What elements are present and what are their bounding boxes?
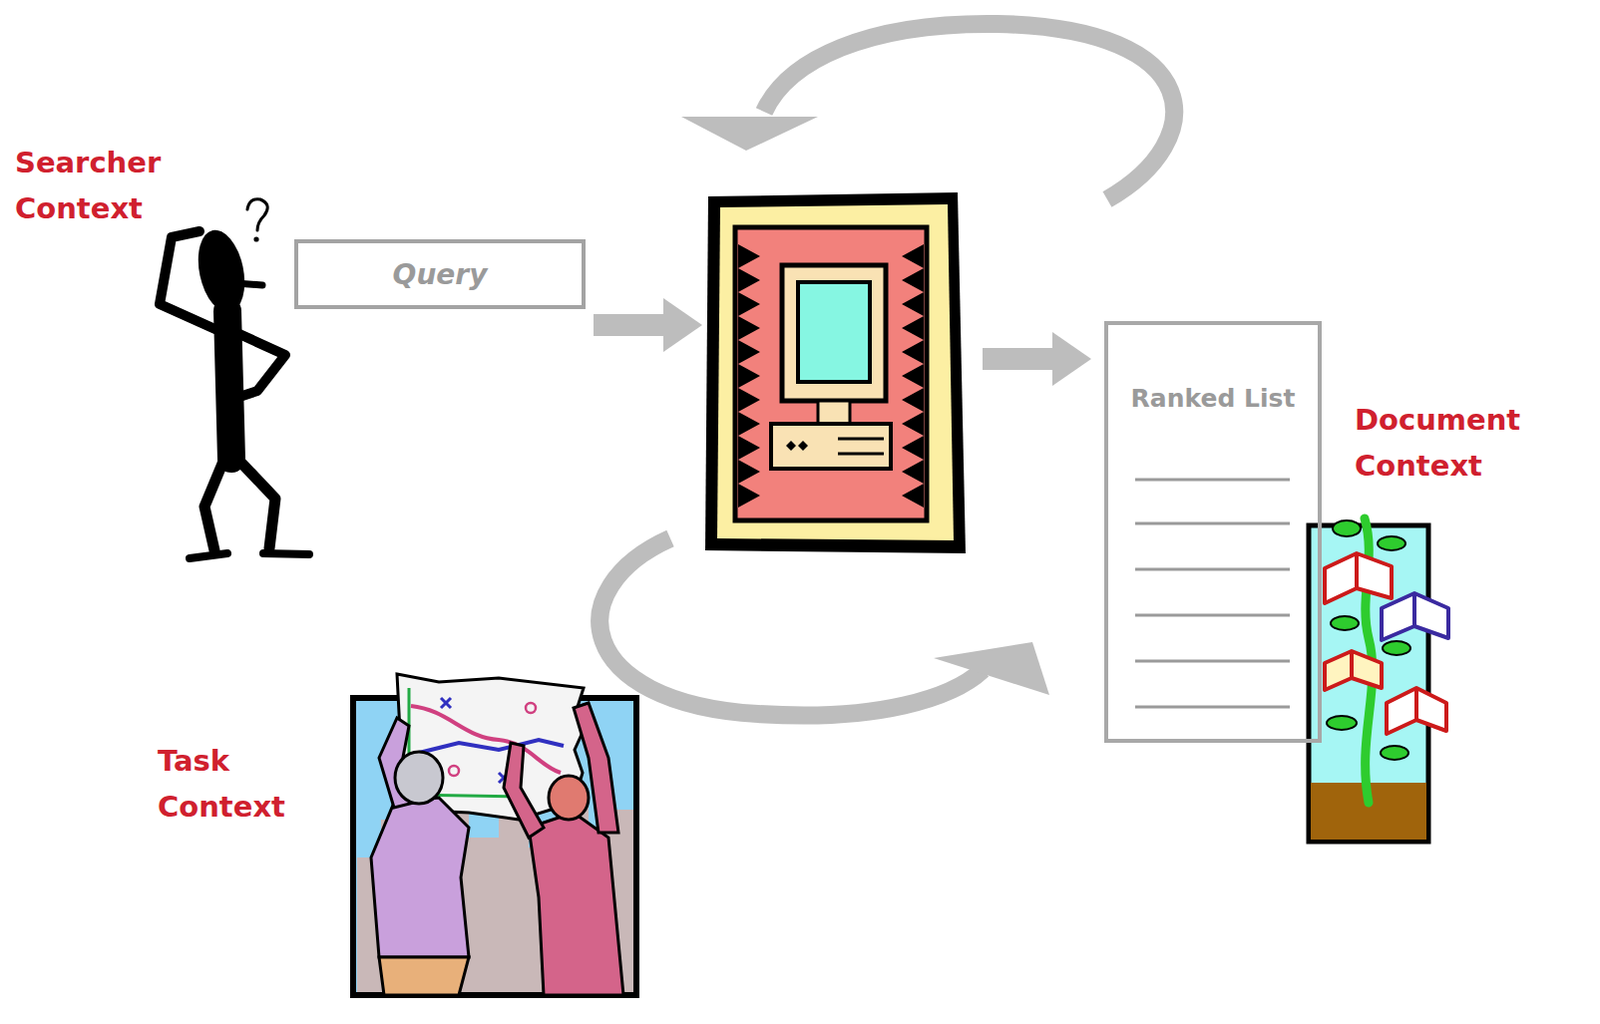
computer-frame: [705, 192, 966, 554]
chart-line: [418, 740, 564, 754]
monitor-screen: [798, 282, 870, 383]
context-label: Document Context: [1354, 397, 1521, 489]
list-line: [1135, 568, 1290, 572]
computer-panel: [735, 227, 927, 521]
box-text: Query: [393, 258, 488, 292]
base-button: [798, 440, 808, 451]
tree-leaf: [1377, 536, 1406, 551]
question-mark-dot: [253, 236, 259, 242]
feedback-arc: [599, 538, 983, 717]
zigzag-border: [901, 244, 924, 508]
arrow-head: [1052, 332, 1092, 387]
arrow-head: [933, 642, 1050, 696]
list-page: [1106, 323, 1320, 742]
document-tree: [1308, 518, 1449, 842]
ranked-list-box: Ranked List: [1104, 321, 1322, 744]
computer-base: [771, 423, 891, 469]
person-body: [371, 798, 469, 958]
figure-foot: [189, 553, 228, 559]
figure-leg: [204, 458, 225, 551]
base-slot: [837, 438, 884, 454]
zigzag-border: [738, 244, 761, 508]
person-head: [548, 776, 589, 820]
arrow-shaft: [982, 348, 1055, 371]
book-icon: [1386, 688, 1447, 735]
figure-nose: [235, 283, 263, 286]
tree-leaf: [1332, 520, 1361, 537]
context-label: Task Context: [157, 738, 286, 830]
figure-arm: [159, 231, 220, 332]
tree-leaf: [1330, 616, 1359, 631]
task-illustration: [353, 674, 637, 996]
figure-foot: [263, 553, 310, 555]
book-icon: [1381, 593, 1449, 641]
tree-leaf: [1380, 746, 1409, 761]
list-line: [1135, 660, 1290, 664]
figure-arm: [239, 334, 286, 398]
computer-mat: [717, 204, 954, 541]
monitor-body: [782, 265, 886, 401]
query-box: Query: [294, 239, 586, 310]
monitor-stand: [817, 400, 850, 424]
tree-leaf: [1326, 716, 1357, 731]
tree-leaf: [1382, 641, 1411, 656]
figure-leg: [237, 458, 276, 549]
person-body: [528, 812, 624, 996]
arrow-shaft: [593, 314, 666, 337]
list-line: [1135, 522, 1290, 526]
list-line: [1135, 614, 1290, 618]
person-arm: [503, 743, 544, 838]
book-icon: [1324, 651, 1382, 691]
context-label: Searcher Context: [14, 139, 161, 232]
searcher-figure: [159, 199, 310, 559]
box-text: Ranked List: [1108, 381, 1318, 417]
chart-circle-mark: [448, 766, 459, 777]
list-line: [1135, 478, 1290, 482]
person-head: [395, 752, 443, 804]
book-icon: [1324, 553, 1392, 604]
figure-body: [227, 311, 232, 459]
search-engine-computer: [705, 192, 966, 554]
base-button: [786, 440, 797, 451]
arrow-head: [663, 298, 703, 353]
arrow-head: [681, 116, 818, 151]
question-mark-symbol: [247, 199, 268, 231]
person-legs: [379, 957, 469, 996]
chart-cross-mark: [440, 698, 509, 784]
list-line: [1135, 706, 1290, 710]
feedback-arc: [764, 23, 1175, 200]
chart-circle-mark: [525, 703, 536, 714]
list-lines: [1135, 479, 1290, 708]
